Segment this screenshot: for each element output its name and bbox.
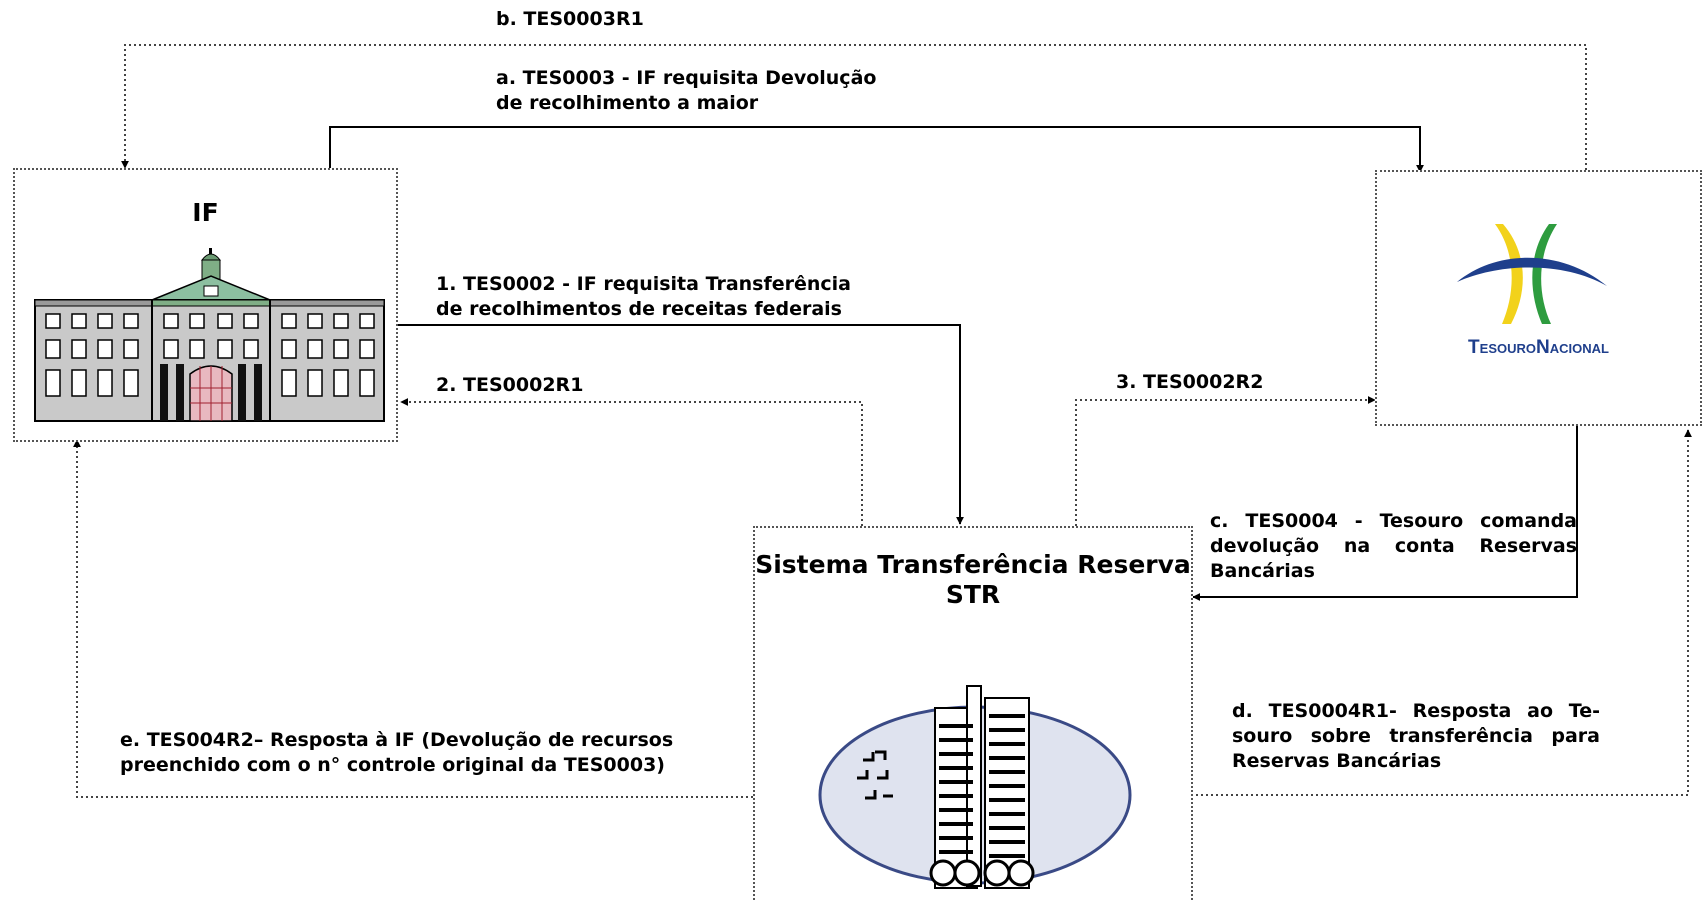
label-a-line2: de recolhimento a maior bbox=[496, 92, 759, 114]
label-d-line2: souro sobre transferência para bbox=[1232, 725, 1600, 747]
if-title: IF bbox=[192, 198, 219, 227]
label-1-line2: de recolhimentos de receitas federais bbox=[436, 298, 842, 320]
arrow-b bbox=[121, 44, 1587, 170]
label-d: d. TES0004R1- Resposta ao Te- souro sobr… bbox=[1232, 699, 1600, 774]
arrow-2 bbox=[400, 398, 863, 526]
if-box: IF bbox=[13, 168, 398, 442]
arrow-3 bbox=[1075, 396, 1376, 526]
label-a: a. TES0003 - IF requisita Devolução de r… bbox=[496, 66, 876, 116]
label-1-line1: 1. TES0002 - IF requisita Transferência bbox=[436, 273, 852, 295]
label-d-line1: d. TES0004R1- Resposta ao Te- bbox=[1232, 700, 1600, 722]
label-c: c. TES0004 - Tesouro comanda devolução n… bbox=[1210, 509, 1577, 584]
tesouro-box: TesouroNacional bbox=[1375, 170, 1702, 426]
label-c-line2: devolução na conta Reservas bbox=[1210, 535, 1577, 557]
central-bank-building-icon bbox=[818, 685, 1132, 889]
arrow-c bbox=[1192, 426, 1578, 601]
label-2: 2. TES0002R1 bbox=[436, 374, 584, 396]
label-3: 3. TES0002R2 bbox=[1116, 371, 1264, 393]
label-b: b. TES0003R1 bbox=[496, 8, 644, 30]
label-d-line3: Reservas Bancárias bbox=[1232, 750, 1442, 772]
label-e-line2: preenchido com o n° controle original da… bbox=[120, 754, 665, 776]
arrow-a bbox=[329, 126, 1424, 173]
label-c-line3: Bancárias bbox=[1210, 560, 1315, 582]
arrow-1 bbox=[398, 324, 964, 525]
tesouro-nacional-wordmark: TesouroNacional bbox=[1468, 337, 1609, 358]
bank-building-icon bbox=[34, 248, 385, 422]
str-title-line1: Sistema Transferência Reserva bbox=[755, 550, 1191, 579]
str-title-line2: STR bbox=[945, 580, 1001, 609]
label-a-line1: a. TES0003 - IF requisita Devolução bbox=[496, 67, 877, 89]
label-1: 1. TES0002 - IF requisita Transferência … bbox=[436, 272, 851, 322]
label-e-line1: e. TES004R2– Resposta à IF (Devolução de… bbox=[120, 729, 674, 751]
label-c-line1: c. TES0004 - Tesouro comanda bbox=[1210, 510, 1577, 532]
arrow-d bbox=[1196, 429, 1692, 796]
label-e: e. TES004R2– Resposta à IF (Devolução de… bbox=[120, 728, 673, 778]
str-box: Sistema Transferência Reserva STR bbox=[753, 526, 1193, 900]
tesouro-nacional-logo bbox=[1457, 224, 1607, 324]
arrow-e bbox=[73, 439, 753, 798]
